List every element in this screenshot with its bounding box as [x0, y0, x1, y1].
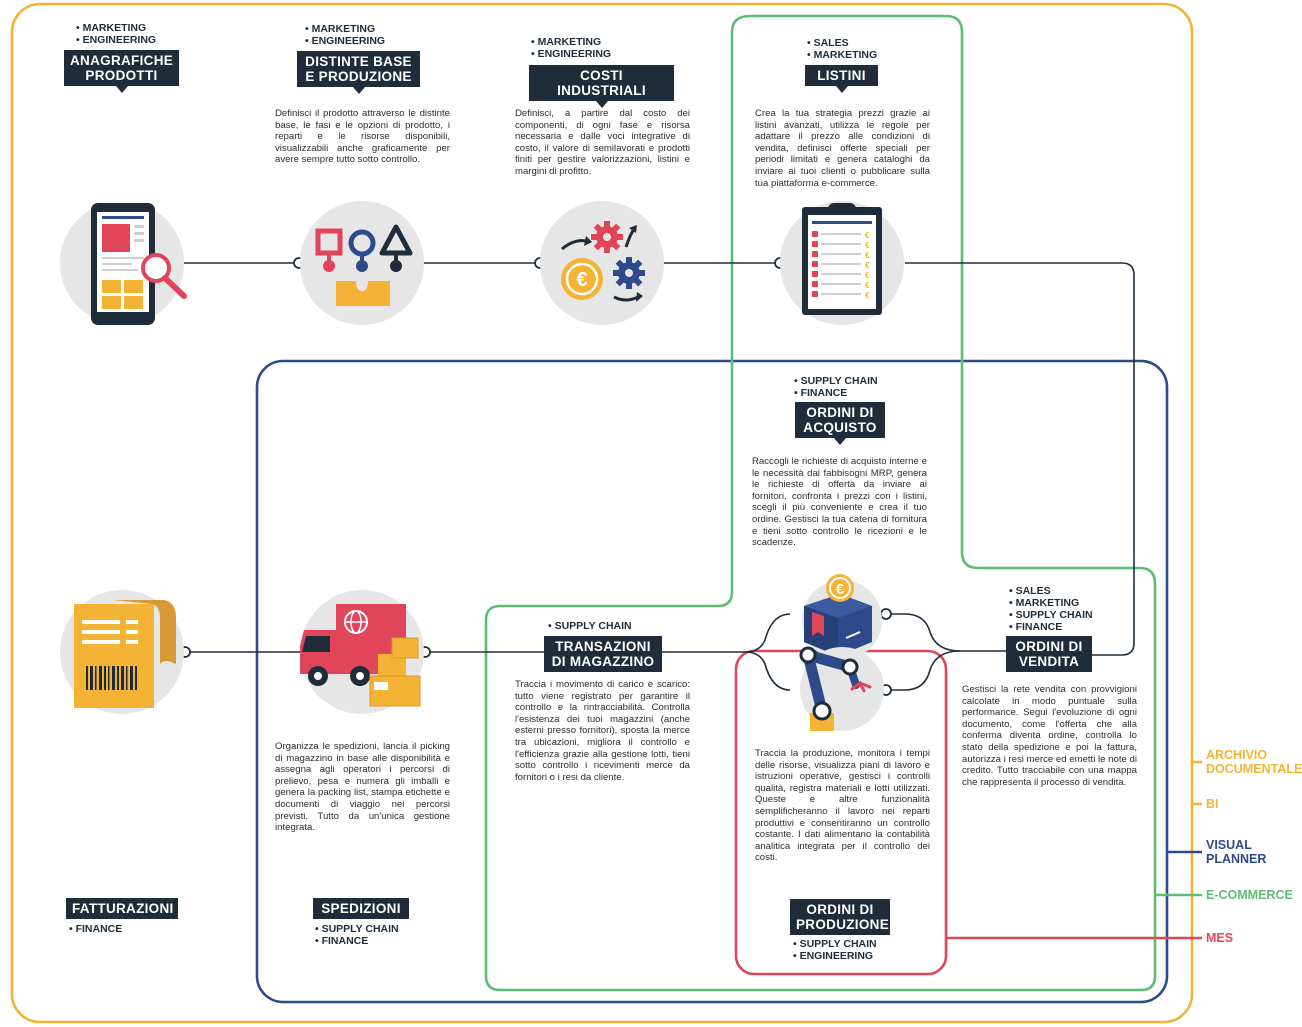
produzione-description: Traccia la produzione, monitora i tempi … [755, 748, 930, 864]
tag: • ENGINEERING [76, 34, 157, 46]
tag: • SUPPLY CHAIN [1009, 609, 1093, 621]
acquisto-tags: • SUPPLY CHAIN • FINANCE [794, 375, 878, 399]
distinte-tags: • MARKETING • ENGINEERING [305, 23, 385, 47]
legend-mes: MES [1206, 931, 1234, 945]
robot-arm-icon [799, 646, 884, 731]
svg-text:€: € [865, 291, 870, 300]
legend-bi: BI [1206, 797, 1219, 811]
spedizioni-description: Organizza le spedizioni, lancia il picki… [275, 741, 450, 834]
tag: • MARKETING [76, 22, 147, 34]
legend-archivio-documentale: ARCHIVIO DOCUMENTALE [1206, 748, 1302, 776]
tag: • FINANCE [794, 387, 848, 399]
legend-visual-planner: VISUAL PLANNER [1206, 838, 1267, 866]
svg-text:€: € [865, 241, 870, 250]
fatturazioni-title: FATTURAZIONI [66, 898, 178, 919]
transazioni-title: TRANSAZIONI DI MAGAZZINO [544, 636, 662, 672]
produzione-tags: • SUPPLY CHAIN • ENGINEERING [793, 938, 877, 962]
svg-text:€: € [865, 261, 870, 270]
svg-text:€: € [576, 269, 587, 291]
gears-euro-icon: € [540, 201, 664, 325]
tag: • ENGINEERING [793, 950, 874, 962]
legend-e-commerce: E-COMMERCE [1206, 888, 1293, 902]
costi-tags: • MARKETING • ENGINEERING [531, 36, 611, 60]
produzione-title: ORDINI DI PRODUZIONE [790, 899, 890, 935]
tablet-search-icon [60, 203, 187, 325]
listini-title: LISTINI [805, 65, 878, 93]
tag: • SALES [807, 37, 849, 49]
tag: • ENGINEERING [305, 35, 386, 47]
acquisto-title: ORDINI DI ACQUISTO [795, 402, 885, 445]
tag: • MARKETING [807, 49, 878, 61]
transazioni-description: Traccia i movimento di carico e scarico:… [515, 679, 690, 783]
acquisto-description: Raccogli le richieste di acquisto intern… [752, 456, 927, 549]
delivery-truck-icon [300, 590, 424, 714]
tag: • FINANCE [315, 935, 369, 947]
tag: • SUPPLY CHAIN [548, 620, 632, 632]
spedizioni-tags: • SUPPLY CHAIN • FINANCE [315, 923, 399, 947]
tag: • SUPPLY CHAIN [793, 938, 877, 950]
tag: • FINANCE [1009, 621, 1063, 633]
svg-text:€: € [865, 271, 870, 280]
transazioni-tags: • SUPPLY CHAIN [548, 620, 632, 632]
svg-text:€: € [836, 581, 845, 598]
svg-text:€: € [865, 281, 870, 290]
distinte-description: Definisci il prodotto attraverso le dist… [275, 108, 450, 166]
anagrafiche-tags: • MARKETING • ENGINEERING [76, 22, 156, 46]
invoice-receipt-icon [60, 590, 184, 714]
tag: • FINANCE [69, 923, 123, 935]
distinte-title: DISTINTE BASE E PRODUZIONE [297, 51, 420, 94]
tag: • SALES [1009, 585, 1051, 597]
listini-description: Crea la tua strategia prezzi grazie ai l… [755, 108, 930, 189]
ecommerce-path [484, 14, 1157, 992]
costi-title: COSTI INDUSTRIALI [529, 65, 674, 108]
vendita-title: ORDINI DI VENDITA [1006, 636, 1092, 672]
listini-tags: • SALES • MARKETING [807, 37, 877, 61]
tag: • MARKETING [305, 23, 376, 35]
euro-box-icon: € [802, 574, 882, 660]
fatturazioni-tags: • FINANCE [69, 923, 122, 935]
shapes-bom-icon [300, 201, 424, 325]
tag: • SUPPLY CHAIN [315, 923, 399, 935]
svg-text:€: € [865, 231, 870, 240]
tag: • MARKETING [531, 36, 602, 48]
visual-planner-frame [255, 359, 1169, 1004]
vendita-tags: • SALES • MARKETING • SUPPLY CHAIN • FIN… [1009, 585, 1093, 633]
clipboard-pricelist-icon: €€€ €€€€ [780, 201, 904, 325]
archivio-frame [10, 2, 1194, 1024]
spedizioni-title: SPEDIZIONI [313, 898, 409, 919]
tag: • MARKETING [1009, 597, 1080, 609]
tag: • SUPPLY CHAIN [794, 375, 878, 387]
svg-text:€: € [865, 251, 870, 260]
costi-description: Definisci, a partire dal costo dei compo… [515, 108, 690, 177]
tag: • ENGINEERING [531, 48, 612, 60]
vendita-description: Gestisci la rete vendita con provvigioni… [962, 684, 1137, 788]
anagrafiche-title: ANAGRAFICHE PRODOTTI [64, 50, 179, 93]
